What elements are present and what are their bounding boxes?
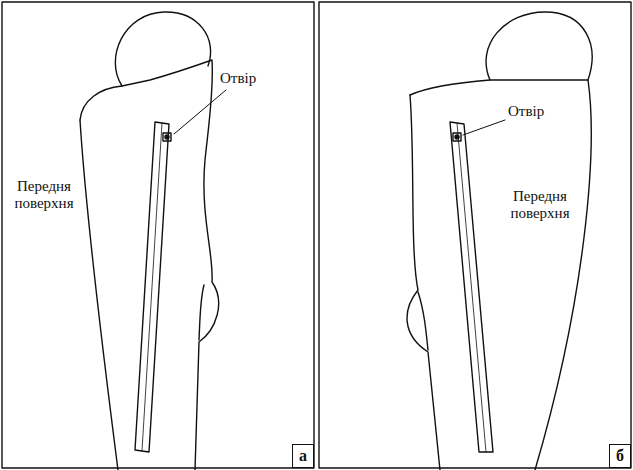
lesser-trochanter — [418, 292, 428, 350]
rod-hole — [165, 135, 169, 139]
femur-outline — [410, 80, 591, 470]
implant-rod — [450, 122, 493, 452]
femur-outline — [80, 60, 219, 470]
leader-line — [174, 90, 226, 134]
femur-outline — [407, 95, 440, 470]
panel-letter-box: а — [292, 444, 314, 468]
rod-hole — [455, 135, 459, 139]
panel-letter-box: б — [609, 444, 631, 468]
leader-line — [463, 120, 505, 135]
surface-label: Передня поверхня — [500, 188, 580, 222]
rod-hole — [163, 133, 171, 141]
femoral-head — [115, 12, 210, 86]
hole-label: Отвір — [220, 70, 256, 87]
femur-outline — [80, 120, 118, 470]
implant-rod — [135, 122, 169, 452]
implant-rod — [457, 123, 486, 452]
panel-letter: б — [616, 447, 624, 465]
panel-letter: а — [299, 447, 307, 465]
panel-frame — [2, 2, 314, 468]
surface-label: Передня поверхня — [6, 178, 82, 212]
rod-hole — [453, 133, 461, 141]
femoral-head — [486, 12, 592, 80]
implant-rod — [142, 123, 162, 451]
lesser-trochanter — [199, 285, 204, 340]
hole-label: Отвір — [508, 103, 544, 120]
